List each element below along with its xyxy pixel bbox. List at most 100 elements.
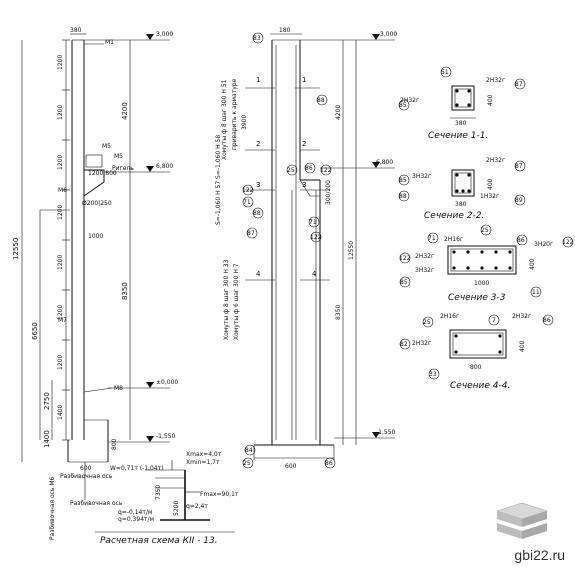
section-1-1: 380 400 2Н32г 2Н32г 51 87 85 Сечение 1-1… (398, 66, 526, 141)
sec3-title: Сечение 3-3 (448, 293, 506, 303)
pos-86: 86 (305, 165, 313, 172)
section-4-4: 800 400 2Н16г 2Н32г 2Н32г 25 7 86 82 33 … (399, 313, 554, 391)
left-top-width: 380 (70, 27, 82, 34)
left-seg-6: 1200 (57, 305, 64, 320)
sec2-mark-3: 88 (399, 193, 407, 200)
left-label-marks: Разбивочная ось М6 (49, 476, 56, 540)
pos-84: 84 (245, 447, 253, 454)
mid-zone-2r: 2 (302, 140, 306, 148)
mid-column-elevation: 600 180 1 2 3 4 1 2 3 4 Хомуты ф 8 шаг 3… (215, 27, 357, 470)
elev-top-mid: 3,000 (380, 31, 397, 38)
section-2-2: 380 400 2Н32г 3Н32г 1Н32г 87 85 88 89 Се… (398, 157, 526, 221)
sec4-mark-3: 86 (543, 317, 551, 324)
sec2-mark-2: 85 (399, 177, 407, 184)
left-label-axis2: Разбивочная ось (70, 500, 123, 507)
sec4-bars2: 2Н32г (512, 313, 531, 320)
calc-load-xmin: Хmin=1,7т (186, 459, 220, 466)
calc-load-xmax: Хmax=4,0т (186, 451, 222, 458)
sec4-mark-2: 7 (492, 317, 496, 324)
mid-dim-2: 3900 (241, 115, 248, 130)
calc-load-q3: q=0,394т/м (118, 516, 154, 523)
mid-zone-4r: 4 (312, 270, 317, 278)
elev-mid-left: 6,800 (156, 163, 173, 170)
sec1-bars2: 2Н32г (400, 97, 419, 104)
sec3-bars: 2Н16г (444, 236, 463, 243)
sec2-bars: 2Н32г (486, 157, 505, 164)
left-seg-2: 1200 (57, 105, 64, 120)
sec3-bars2: 3Н20г (534, 241, 553, 248)
pos-71: 71 (243, 199, 251, 206)
sec4-mark-4: 82 (400, 341, 408, 348)
left-detail: Ø200|250 (82, 200, 112, 207)
calc-title: Расчетная схема КII - 13. (100, 536, 218, 546)
left-label-axis1: Разбивочная ось (60, 473, 113, 480)
left-seg-8: 1400 (57, 405, 64, 420)
sec1-width: 380 (455, 120, 467, 127)
left-mark-m8: М8 (114, 385, 123, 392)
sec2-title: Сечение 2-2. (424, 211, 484, 221)
calc-load-fmax: Fmax=90,1т (200, 491, 239, 498)
sec3-mark-3: 86 (517, 237, 525, 244)
left-mark-m6: М6 (58, 187, 67, 194)
left-base-dim-2: 1000 (88, 233, 103, 240)
mid-annot-top2: приварить к арматуре (231, 78, 238, 150)
sec3-bars4: 3Н32г (415, 267, 434, 274)
sec3-mark-6: 122 (562, 239, 574, 246)
gbi22-logo-icon (496, 502, 548, 539)
left-base-dim-1: 800 (111, 438, 118, 450)
calc-dim-2: 7350 (155, 485, 162, 500)
pos-86b: 86 (325, 460, 333, 467)
sec2-mark-4: 89 (515, 197, 523, 204)
calc-load-w: W=0,71т (-1,04т) (110, 465, 163, 472)
pos-122b: 122 (242, 187, 254, 194)
mid-annot-top: Хомуты ф 8 шаг 300 Н 51 (221, 79, 228, 160)
mid-zone-2: 2 (256, 140, 260, 148)
mid-dim-3: 12550 (348, 241, 355, 260)
left-seg-7: 1200 (57, 355, 64, 370)
sec3-mark-4: 122 (399, 255, 411, 262)
elev-mid-mid: 6,800 (376, 159, 393, 166)
pos-122c: 122 (310, 234, 322, 241)
left-dim-right-top: 4200 (121, 102, 129, 120)
pos-88: 88 (317, 97, 325, 104)
left-segment-ticks (62, 39, 70, 441)
left-dim-right-bottom: 8350 (121, 282, 129, 300)
sec2-mark-1: 87 (515, 163, 523, 170)
mid-dim-1: 4200 (335, 105, 342, 120)
sec3-mark-2: 25 (481, 227, 489, 234)
left-seg-5: 1200 (57, 255, 64, 270)
mid-dim-5: 300/200 (325, 180, 332, 205)
pos-25: 25 (287, 167, 295, 174)
mid-dim-4: 8350 (335, 305, 342, 320)
elev-top-left: 3,000 (156, 31, 173, 38)
sec2-bars2: 3Н32г (412, 173, 431, 180)
left-mark-m5a: М5 (102, 143, 111, 150)
mid-elevations: 3,000 6,800 -1,550 (300, 31, 397, 439)
sec3-mark-5: 85 (400, 279, 408, 286)
pos-87: 87 (247, 230, 255, 237)
sec3-width: 1000 (474, 280, 489, 287)
mid-zone-3: 3 (256, 181, 260, 189)
sec4-mark-1: 25 (423, 319, 431, 326)
sec1-mark-3: 85 (399, 102, 407, 109)
mid-annot-mid2: Хомуты ф 6 шаг 300 Н 7 (233, 263, 240, 340)
sec4-bars: 2Н16г (440, 313, 459, 320)
sec3-bars3: 2Н32г (415, 253, 434, 260)
sec4-height: 400 (519, 340, 526, 352)
left-elevations: 3,000 6,800 ±0,000 -1,550 (84, 31, 178, 443)
sec1-mark-1: 51 (441, 69, 449, 76)
left-seg-1: 1200 (57, 55, 64, 70)
sec4-bars3: 2Н32г (412, 340, 431, 347)
left-dim-total: 12550 (12, 238, 20, 260)
left-seg-4: 1200 (57, 205, 64, 220)
left-label-beam: Ригель (112, 165, 134, 172)
elev-bottom-mid: -1,550 (376, 429, 396, 436)
calc-scheme: W=0,71т (-1,04т) Хmax=4,0т Хmin=1,7т Fma… (95, 451, 239, 546)
mid-annot-mid3: S=-1,060 Н 57 S=-1,060 Н 58 (215, 135, 222, 225)
left-column-elevation: 1200 1200 1200 1200 1200 1200 1200 1400 … (12, 27, 134, 540)
watermark-text: gbi22.ru (514, 547, 565, 563)
sec1-height: 400 (487, 94, 494, 106)
pos-83: 83 (253, 35, 261, 42)
left-dim-low: 2750 (43, 392, 51, 410)
